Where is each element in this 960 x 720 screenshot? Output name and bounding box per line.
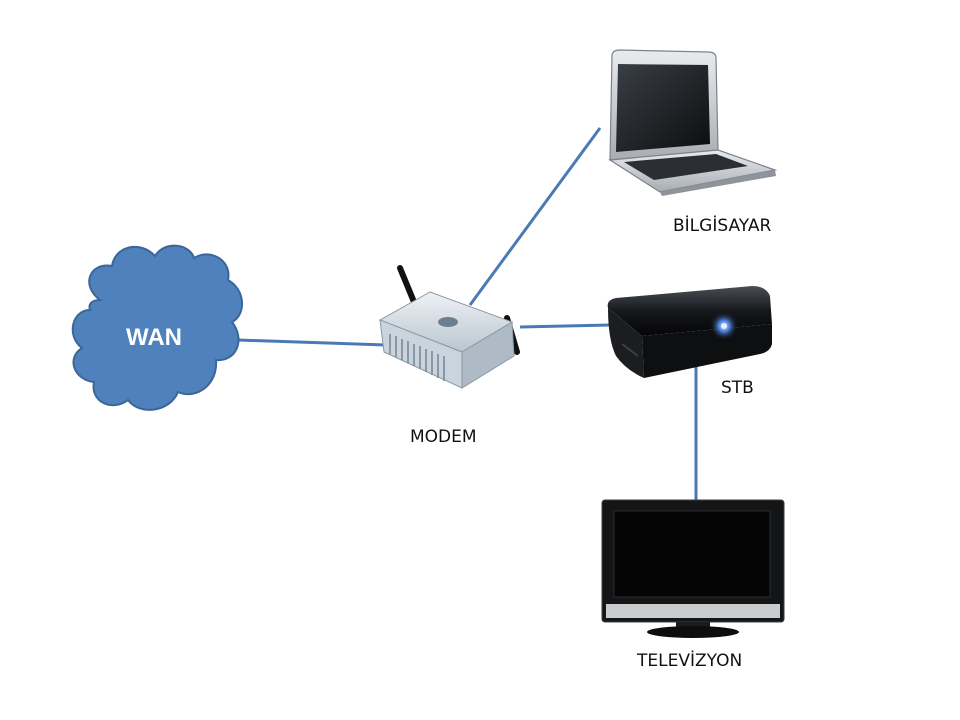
laptop-keyboard — [624, 154, 748, 180]
tv-screen — [613, 510, 771, 598]
stb-front — [608, 308, 644, 378]
cloud-icon — [71, 244, 243, 411]
tv-label: TELEVİZYON — [637, 651, 743, 671]
antenna-left — [397, 265, 417, 305]
wan-cloud: WAN — [71, 244, 243, 411]
laptop-screen — [616, 64, 710, 152]
modem-logo — [438, 317, 458, 327]
modem-router — [378, 265, 520, 389]
modem-side — [461, 321, 515, 389]
stb-side — [642, 324, 772, 378]
computer-label: BİLGİSAYAR — [673, 216, 772, 236]
laptop-front-edge — [660, 170, 776, 196]
television — [601, 499, 785, 638]
link-modem-computer — [468, 127, 602, 306]
stb-front-slot — [621, 343, 639, 357]
stb-label: STB — [721, 378, 754, 398]
connections — [237, 127, 698, 506]
stb-power-dot — [721, 323, 727, 329]
laptop-computer — [608, 49, 778, 196]
tv-bottom-strip — [606, 604, 780, 618]
wan-label: WAN — [126, 324, 182, 351]
link-wan-modem — [237, 338, 385, 347]
link-modem-stb — [519, 323, 611, 329]
tv-stand-base — [647, 626, 739, 638]
modem-vents — [389, 334, 445, 381]
set-top-box — [607, 286, 772, 378]
modem-label: MODEM — [410, 427, 477, 447]
